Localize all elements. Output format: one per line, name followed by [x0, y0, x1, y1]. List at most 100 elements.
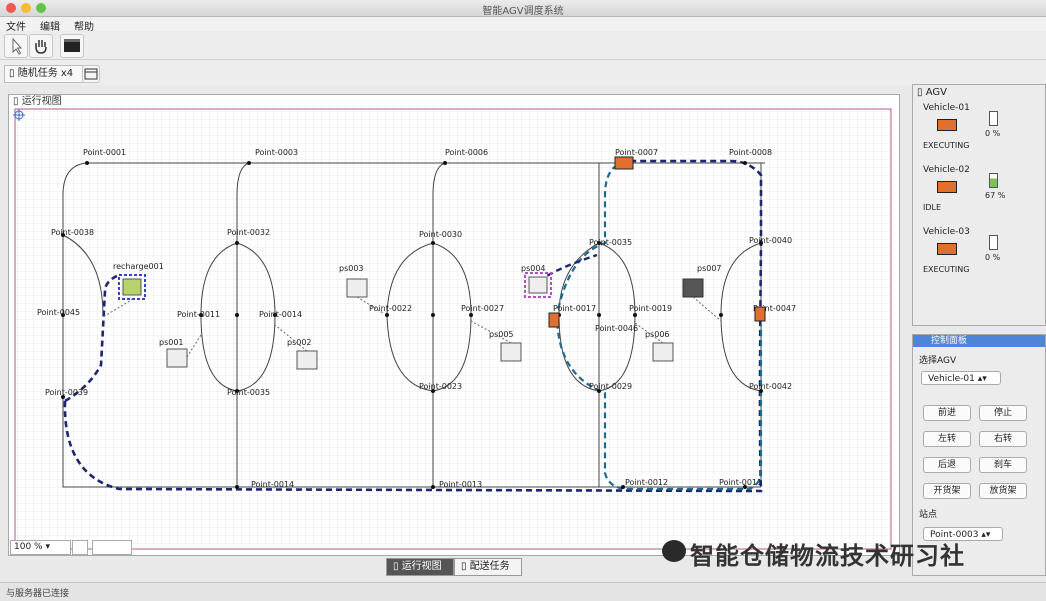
- tab-delivery-task[interactable]: ▯ 配送任务: [454, 558, 522, 576]
- point-label[interactable]: Point-0027: [461, 304, 504, 313]
- point-label[interactable]: Point-0019: [629, 304, 672, 313]
- point-label[interactable]: Point-0040: [749, 236, 792, 245]
- battery-icon: [989, 235, 998, 250]
- random-task-tab[interactable]: ▯ 随机任务 x4: [4, 65, 84, 83]
- minimize-window-button[interactable]: [21, 3, 31, 13]
- point-label[interactable]: Point-0007: [615, 148, 658, 157]
- vehicle-card[interactable]: Vehicle-02 67 % IDLE: [919, 165, 1039, 217]
- point-label[interactable]: Point-0042: [749, 382, 792, 391]
- menu-edit[interactable]: 编辑: [40, 22, 60, 33]
- random-task-tab-count: x4: [60, 68, 74, 79]
- turn-right-button[interactable]: 右转: [979, 431, 1027, 447]
- tab-run-view[interactable]: ▯ 运行视图: [386, 558, 454, 576]
- menu-file[interactable]: 文件: [6, 22, 26, 33]
- workstation-icon[interactable]: [166, 348, 188, 368]
- workstation-icon[interactable]: [652, 342, 674, 362]
- zoom-fit-button[interactable]: [72, 540, 88, 555]
- workstation-icon[interactable]: [682, 278, 704, 298]
- point-label[interactable]: Point-0014: [251, 480, 294, 489]
- vehicle-card[interactable]: Vehicle-03 0 % EXECUTING: [919, 227, 1039, 279]
- point-label[interactable]: Point-0035: [227, 388, 270, 397]
- point-markers: [61, 161, 763, 489]
- vehicle-select[interactable]: Vehicle-01 ▴▾: [921, 371, 1001, 385]
- station-highlight: [118, 274, 146, 300]
- vehicle-card[interactable]: Vehicle-01 0 % EXECUTING: [919, 103, 1039, 155]
- vehicle-select-value: Vehicle-01: [928, 374, 975, 384]
- map-view[interactable]: ▯ 运行视图: [8, 94, 900, 556]
- point-label[interactable]: Point-0039: [45, 388, 88, 397]
- point-label[interactable]: Point-0032: [227, 228, 270, 237]
- stop-button[interactable]: 停止: [979, 405, 1027, 421]
- zoom-window-button[interactable]: [36, 3, 46, 13]
- battery-percent: 67 %: [985, 191, 1006, 200]
- point-label[interactable]: Point-0046: [595, 324, 638, 333]
- point-label[interactable]: Point-0029: [589, 382, 632, 391]
- open-shelf-button[interactable]: 开货架: [923, 483, 971, 499]
- toolbar: [0, 31, 1046, 60]
- map-canvas[interactable]: Point-0001 Point-0003 Point-0006 Point-0…: [9, 95, 899, 555]
- point-label[interactable]: Point-0022: [369, 304, 412, 313]
- battery-percent: 0 %: [985, 253, 1001, 262]
- point-select-value: Point-0003: [930, 530, 979, 540]
- view-tab[interactable]: ▯ 运行视图: [13, 96, 62, 107]
- workstation-icon[interactable]: [528, 276, 548, 294]
- point-label[interactable]: Point-0011: [177, 310, 220, 319]
- point-label[interactable]: Point-0012: [625, 478, 668, 487]
- vehicle-icon: [937, 181, 957, 193]
- point-label[interactable]: Point-0014: [259, 310, 302, 319]
- bottom-road: [62, 397, 761, 488]
- tab-delivery-task-label: 配送任务: [469, 561, 510, 572]
- vehicle-icon: [937, 119, 957, 131]
- point-label[interactable]: Point-0001: [83, 148, 126, 157]
- zoom-selector[interactable]: 100 % ▾: [10, 540, 71, 555]
- point-label[interactable]: Point-0030: [419, 230, 462, 239]
- point-label[interactable]: Point-0038: [51, 228, 94, 237]
- station-links: [102, 296, 722, 358]
- hand-tool-button[interactable]: [29, 34, 53, 58]
- point-label[interactable]: Point-0003: [255, 148, 298, 157]
- task-window-button[interactable]: [82, 65, 100, 83]
- vehicle-marker[interactable]: [614, 156, 634, 170]
- point-label[interactable]: Point-0013: [439, 480, 482, 489]
- cursor-arrow-icon: [12, 37, 23, 55]
- workstation-icon[interactable]: [346, 278, 368, 298]
- turn-left-button[interactable]: 左转: [923, 431, 971, 447]
- left-road: [62, 162, 88, 397]
- point-label[interactable]: Point-0023: [419, 382, 462, 391]
- menu-help[interactable]: 帮助: [74, 22, 94, 33]
- forward-button[interactable]: 前进: [923, 405, 971, 421]
- brake-button[interactable]: 刹车: [979, 457, 1027, 473]
- agv-panel-title: ▯ AGV: [917, 87, 947, 98]
- vehicle-marker[interactable]: [548, 312, 560, 328]
- workstation-icon[interactable]: [500, 342, 522, 362]
- task-tab-row: ▯ 随机任务 x4: [0, 60, 1046, 85]
- agv-panel-title-text: AGV: [925, 87, 947, 98]
- point-label[interactable]: Point-0011: [719, 478, 762, 487]
- release-shelf-button[interactable]: 放货架: [979, 483, 1027, 499]
- point-select[interactable]: Point-0003 ▴▾: [923, 527, 1003, 541]
- point-label[interactable]: Point-0035: [589, 238, 632, 247]
- point-label-text: 站点: [919, 510, 938, 520]
- point-label[interactable]: Point-0006: [445, 148, 488, 157]
- document-icon: ▯: [9, 68, 15, 79]
- wechat-icon: [662, 540, 686, 562]
- window-titlebar: 智能AGV调度系统: [0, 0, 1046, 17]
- close-window-button[interactable]: [6, 3, 16, 13]
- vehicle-state: EXECUTING: [923, 265, 970, 274]
- display-tool-button[interactable]: [60, 34, 84, 58]
- recharge-station-icon[interactable]: [122, 278, 142, 296]
- vehicle-icon: [937, 243, 957, 255]
- point-label[interactable]: Point-0008: [729, 148, 772, 157]
- reverse-button[interactable]: 后退: [923, 457, 971, 473]
- point-label[interactable]: Point-0017: [553, 304, 596, 313]
- select-tool-button[interactable]: [4, 34, 28, 58]
- monitor-icon: [64, 39, 80, 52]
- point-label[interactable]: Point-0047: [753, 304, 796, 313]
- workstation-icon[interactable]: [296, 350, 318, 370]
- vehicle-route-teal: [555, 164, 763, 491]
- layer-toggle-button[interactable]: [92, 540, 132, 555]
- point-label[interactable]: Point-0045: [37, 308, 80, 317]
- select-agv-label: 选择AGV: [919, 356, 957, 366]
- vehicle-marker[interactable]: [754, 306, 766, 322]
- map-boundary: [14, 108, 892, 550]
